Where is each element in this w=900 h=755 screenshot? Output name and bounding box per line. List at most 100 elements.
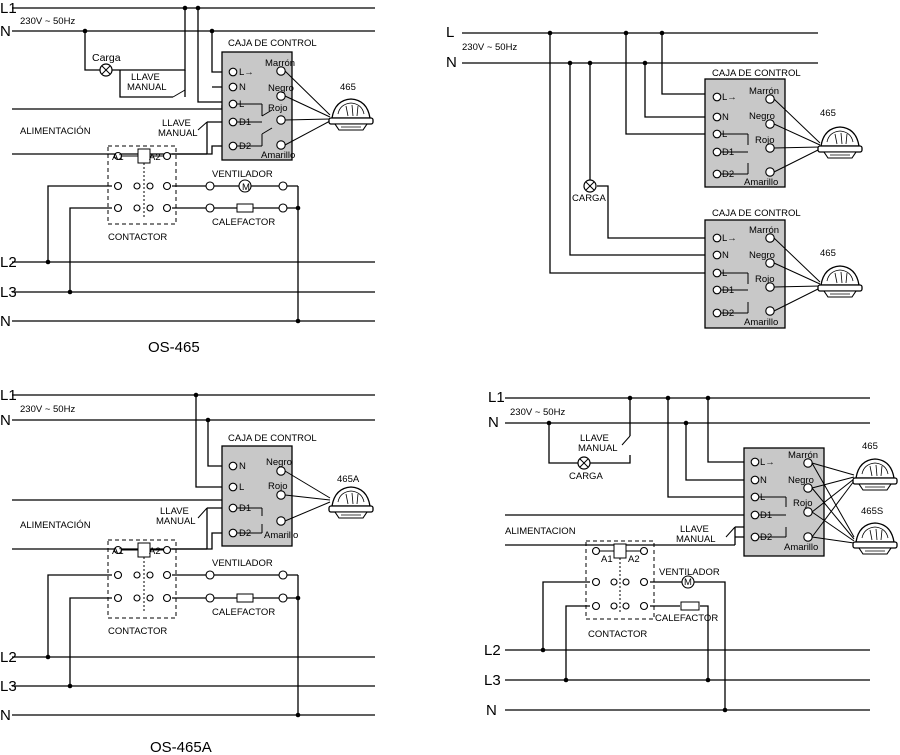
bus-label-n: N [0,313,11,330]
terminal-label: L→ [239,67,254,78]
terminal-label: L [760,492,765,503]
terminal-label: D2 [239,528,251,539]
llave-manual-label: MANUAL [127,82,167,93]
llave-manual-label: LLAVE [162,118,191,129]
terminal-label: L [239,99,244,110]
terminal-label: D1 [239,503,251,514]
bus-label-l1: L1 [0,0,17,17]
wire-color-label: Rojo [755,274,775,285]
carga-lamp [99,63,113,77]
terminal-label: D2 [760,532,772,543]
calefactor-heater-465a [236,593,254,603]
wire-color-label: Negro [788,475,814,486]
contactor-term-label: A2 [149,152,161,163]
wire-color-label: Amarillo [261,150,295,161]
terminals-left [228,67,238,151]
terminal-label: L [239,482,244,493]
llave-manual-switch [172,89,208,131]
contactor-box [107,145,177,225]
terminal-label: N [239,82,246,93]
terminal-label: D1 [722,147,734,158]
contactor-term-label: A2 [628,554,640,565]
terminal-label: D2 [722,308,734,319]
contactor-term-label: A1 [112,152,124,163]
sensor-465-upper-icon [817,126,863,159]
terminal-label: L [722,268,727,279]
wire-color-label: Negro [268,83,294,94]
terminal-label: D1 [722,285,734,296]
alimentacion-label: ALIMENTACION [505,526,576,537]
wire-color-label: Marrón [749,86,779,97]
llave-manual-label: MANUAL [676,534,716,545]
llave-manual-label: LLAVE [160,506,189,517]
sensor-465-lower-icon [817,265,863,298]
bus-label-l3: L3 [0,284,17,301]
wire-color-label: Negro [749,111,775,122]
diagram-465-465s [505,395,898,713]
bus-label-n: N [0,707,11,724]
wire-color-label: Rojo [755,135,775,146]
ventilador-label: VENTILADOR [659,567,720,578]
terminal-label: L→ [722,233,737,244]
diagram-os-465 [12,5,375,324]
calefactor-label: CALEFACTOR [212,217,275,228]
terminal-label: D2 [239,141,251,152]
ventilador-motor-4 [681,575,695,589]
terminal-label: N [722,112,729,123]
terminal-label: D1 [760,510,772,521]
wire-color-label: Rojo [793,498,813,509]
sensor-465s-icon [852,522,898,555]
voltage-label: 230V ~ 50Hz [510,407,565,418]
bus-label-l1: L1 [488,389,505,406]
bus-label-l2: L2 [484,642,501,659]
contactor-label: CONTACTOR [588,629,647,640]
voltage-label: 230V ~ 50Hz [20,16,75,27]
llave-manual-label: LLAVE [580,433,609,444]
contactor-term-label: A1 [601,554,613,565]
contactor-term-label: A2 [149,546,161,557]
bus-label-n: N [488,414,499,431]
caja-de-control-label: CAJA DE CONTROL [228,433,317,444]
wire-color-label: Amarillo [264,530,298,541]
alimentacion-label: ALIMENTACIÓN [20,126,91,137]
bus-label-l: L [446,24,454,41]
alimentacion-label: ALIMENTACIÓN [20,520,91,531]
terminal-label: L [722,129,727,140]
llave-manual-label: MANUAL [158,128,198,139]
sensor-465-icon [328,98,374,131]
wire-color-label: Marrón [265,58,295,69]
bus-label-l2: L2 [0,649,17,666]
contactor-box-465a [107,539,177,619]
terminal-label: L→ [722,92,737,103]
bus-label-n: N [0,412,11,429]
carga-lamp-4 [577,456,591,470]
sensor-model-label: 465 [820,108,836,119]
terminal-label: N [239,461,246,472]
sensor-model-label: 465 [862,441,878,452]
bus-label-l3: L3 [484,672,501,689]
bus-label-n: N [446,54,457,71]
contactor-label: CONTACTOR [108,626,167,637]
llave-manual-label: LLAVE [131,72,160,83]
motor-label: M [242,182,250,193]
contactor-label: CONTACTOR [108,232,167,243]
llave-manual-label: MANUAL [156,516,196,527]
caja-de-control-label: CAJA DE CONTROL [712,68,801,79]
carga-label: CARGA [572,193,606,204]
ventilador-label: VENTILADOR [212,558,273,569]
llave-manual-label: LLAVE [680,524,709,535]
diagram-title: OS-465A [150,739,212,755]
bus-label-l2: L2 [0,254,17,271]
sensor-465a-icon [328,486,374,519]
caja-de-control-label: CAJA DE CONTROL [228,38,317,49]
bus-label-n: N [0,23,11,40]
carga-lamp-2 [583,179,597,193]
terminal-label: N [722,250,729,261]
sensor-465-icon-4 [852,458,898,491]
bus-label-l3: L3 [0,678,17,695]
bus-label-n: N [486,702,497,719]
motor-label: M [684,577,692,588]
terminal-label: D2 [722,169,734,180]
bus-label-l1: L1 [0,387,17,404]
